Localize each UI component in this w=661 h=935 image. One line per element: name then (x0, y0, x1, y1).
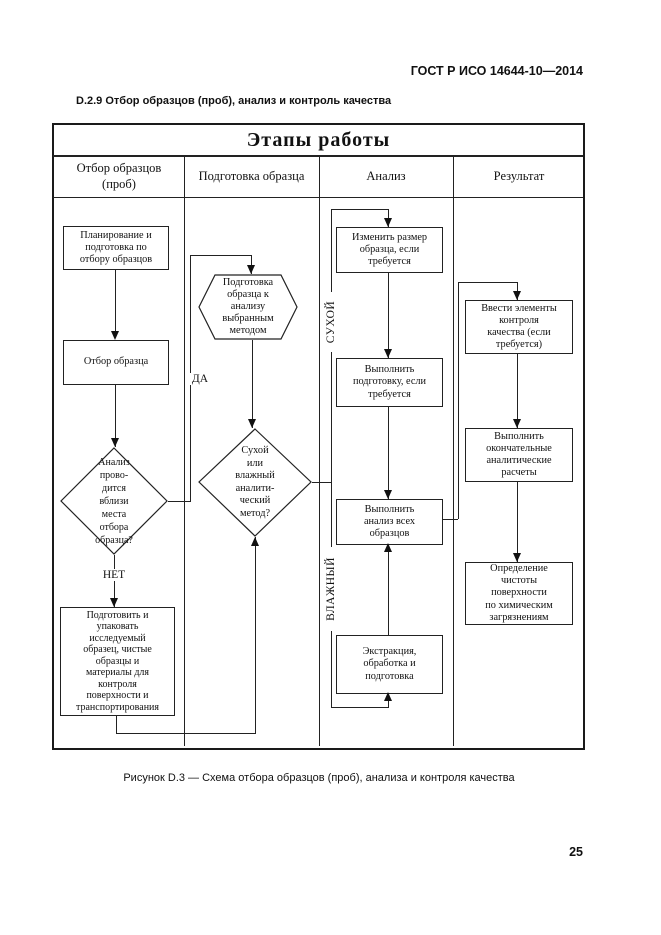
arrow-into-method-decision-bottom (251, 537, 259, 546)
column-separator-2 (319, 157, 320, 746)
node-prepare-sample-shape (198, 274, 298, 340)
connector-yes-right (190, 255, 252, 256)
connector-wet-up (388, 700, 389, 707)
arrow-into-pack (110, 598, 118, 607)
title-row-divider (53, 155, 583, 157)
connector-plan-sample (115, 268, 116, 336)
column-separator-3 (453, 157, 454, 746)
document-code: ГОСТ Р ИСО 14644-10—2014 (410, 64, 583, 78)
node-resize: Изменить размер образца, если требуется (336, 227, 443, 273)
column-header-sampling: Отбор образцов (проб) (76, 161, 162, 191)
decision-near-site: Анализ прово- дится вблизи места отбора … (95, 456, 133, 546)
connector-resize-prep (388, 271, 389, 358)
node-do-preparation: Выполнить подготовку, если требуется (336, 358, 443, 407)
connector-method-out (312, 482, 331, 483)
connector-yes-out (168, 501, 191, 502)
decision-method: Сухой или влажный аналити- ческий метод? (235, 445, 275, 519)
arrow-into-qc (513, 291, 521, 300)
node-prepare-sample: Подготовка образца к анализу выбранным м… (222, 277, 274, 336)
connector-analyze-out (441, 519, 458, 520)
connector-pack-down (116, 714, 117, 733)
connector-result-up (458, 282, 459, 519)
edge-label-wet: ВЛАЖНЫЙ (325, 547, 337, 631)
connector-sample-decision (115, 383, 116, 447)
header-row-divider (53, 197, 583, 198)
edge-label-no: НЕТ (95, 569, 133, 581)
arrow-into-resize (384, 218, 392, 227)
connector-extraction-analyze (388, 551, 389, 635)
arrow-into-hexagon (247, 265, 255, 274)
arrow-into-do-preparation (384, 349, 392, 358)
connector-hex-decision (252, 340, 253, 428)
connector-wet-bottom (331, 707, 389, 708)
edge-label-yes: ДА (186, 373, 214, 385)
connector-prep-analyze (388, 405, 389, 499)
node-planning: Планирование и подготовка по отбору обра… (63, 226, 169, 270)
arrow-into-determine (513, 553, 521, 562)
column-header-preparation: Подготовка образца (198, 169, 305, 184)
flowchart-frame (52, 123, 585, 750)
connector-calc-determine (517, 480, 518, 562)
arrow-into-method-decision-top (248, 419, 256, 428)
node-extraction: Экстракция, обработка и подготовка (336, 635, 443, 694)
decision-near-site-shape (60, 447, 168, 555)
node-qc-elements: Ввести элементы контроля качества (если … (465, 300, 573, 354)
column-header-analysis: Анализ (366, 169, 406, 184)
section-heading: D.2.9 Отбор образцов (проб), анализ и ко… (76, 95, 392, 107)
arrow-into-final-calc (513, 419, 521, 428)
node-final-calc: Выполнить окончательные аналитические ра… (465, 428, 573, 482)
connector-dry-wet-rail (331, 209, 332, 707)
decision-method-shape (198, 428, 312, 537)
arrow-into-near-site-decision (111, 438, 119, 447)
connector-result-right (458, 282, 518, 283)
node-determine-cleanliness: Определение чистоты поверхности по химич… (465, 562, 573, 625)
node-sampling: Отбор образца (63, 340, 169, 385)
arrow-into-analyze-bottom (384, 543, 392, 552)
connector-yes-down (251, 255, 252, 274)
flowchart-title: Этапы работы (246, 129, 391, 151)
node-pack: Подготовить и упаковать исследуемый обра… (60, 607, 175, 716)
connector-dry-top (331, 209, 389, 210)
connector-qc-calc (517, 352, 518, 428)
node-analyze-all: Выполнить анализ всех образцов (336, 499, 443, 545)
edge-label-dry: СУХОЙ (325, 292, 337, 352)
column-separator-1 (184, 157, 185, 746)
arrow-into-extraction (384, 692, 392, 701)
arrow-into-sample (111, 331, 119, 340)
connector-no-branch (114, 555, 115, 607)
arrow-into-analyze (384, 490, 392, 499)
page-number: 25 (569, 845, 583, 859)
connector-pack-up (255, 537, 256, 733)
column-header-result: Результат (493, 169, 545, 184)
connector-pack-right (116, 733, 256, 734)
figure-caption: Рисунок D.3 — Схема отбора образцов (про… (123, 772, 515, 784)
